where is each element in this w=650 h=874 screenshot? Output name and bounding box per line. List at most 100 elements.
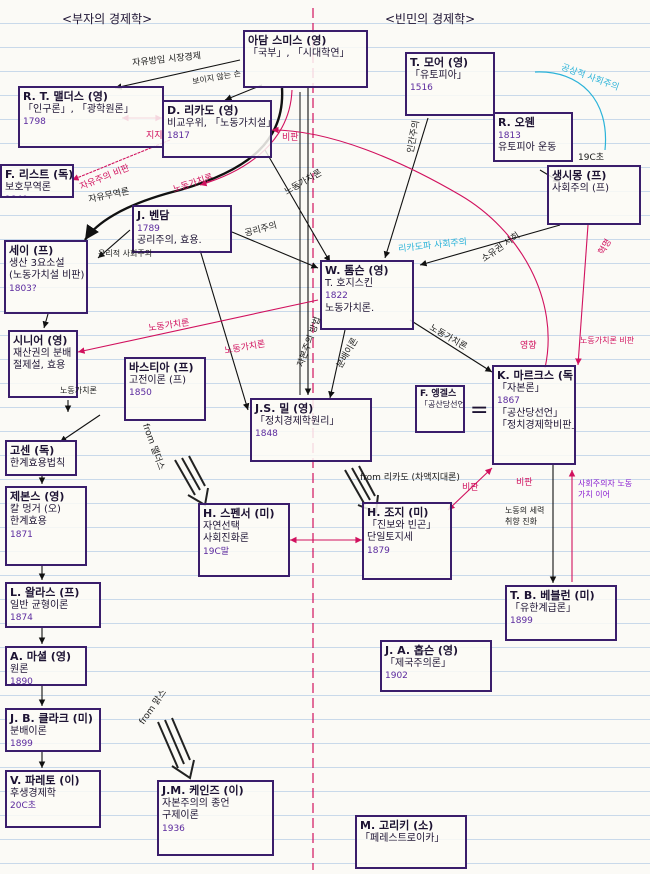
node-name: 바스티아 (프) (129, 361, 194, 374)
node-name: T. B. 베블런 (미) (510, 589, 595, 602)
node-work: 사회진화론 (203, 533, 249, 545)
node-year: 1902 (385, 671, 408, 682)
node-keynes: J.M. 케인즈 (이) 자본주의의 종언 구제이론 1936 (157, 780, 274, 856)
label-marx-right: 사회주의자 노동가치 이어 (578, 479, 633, 499)
node-name: T. 모어 (영) (410, 56, 469, 69)
node-saintsimon: 생시몽 (프) 사회주의 (프) (547, 165, 641, 225)
node-name: W. 톰슨 (영) (325, 264, 389, 277)
link-bentham-mill (199, 249, 250, 411)
node-walras: L. 왈라스 (프) 일반 균형이론 1874 (5, 582, 101, 628)
link-thompson-senior (77, 299, 319, 354)
node-work: 절제설, 효용 (13, 360, 66, 372)
node-year: 1798 (23, 117, 46, 128)
label-labor-heading-down: 노동의 세력 취향 진화 (505, 506, 545, 526)
node-year: 1803? (9, 283, 37, 294)
node-work: 단일토지세 (367, 532, 413, 544)
node-year: 1871 (10, 529, 33, 540)
node-work: 「제국주의론」 (385, 657, 451, 669)
link-bastiat-gossen (59, 414, 101, 443)
node-george: H. 조지 (미) 「진보와 빈곤」 단일토지세 1879 (362, 502, 452, 580)
node-name: A. 마셜 (영) (10, 650, 71, 663)
node-gossen: 고센 (독) 한계효용법칙 (5, 440, 77, 476)
node-jevons: 제본스 (영) 칼 멍거 (오) 한계효용 1871 (5, 486, 87, 566)
link-bentham-thompson (231, 231, 319, 269)
node-year: 20C초 (10, 801, 37, 812)
label-cyan-year: 19C초 (578, 153, 605, 163)
node-year: 1789 (137, 223, 160, 234)
node-work: 「공산당선언」 (497, 407, 563, 419)
hatch-malthus-spencer (174, 455, 209, 507)
link-more-thompson (383, 117, 429, 259)
node-owen: R. 오웬 1813 유토피아 운동 (493, 112, 573, 162)
node-name: J.S. 밀 (영) (255, 402, 314, 415)
node-work: 「진보와 빈곤」 (367, 519, 437, 531)
node-work: 한계효용 (10, 516, 47, 528)
node-smith: 아담 스미스 (영) 「국부」, 「시대학연」 (243, 30, 368, 88)
node-work: 자본주의의 종언 (162, 797, 230, 809)
node-year: 1850 (129, 388, 152, 399)
link-saintsimon-thompson (419, 224, 561, 267)
node-engels: F. 엥겔스 「공산당선언」 (415, 385, 465, 433)
node-year: 1848 (255, 429, 278, 440)
hatch-marx-keynes (157, 717, 195, 780)
node-work: 재산권의 분배 (13, 347, 72, 359)
node-name: 제본스 (영) (10, 490, 65, 503)
node-name: K. 마르크스 (독) (497, 369, 576, 382)
node-name: 생시몽 (프) (552, 169, 607, 182)
node-name: H. 스펜서 (미) (203, 507, 275, 520)
node-work: 칼 멍거 (오) (10, 503, 61, 515)
node-year: 1840 (5, 195, 28, 196)
node-work: 생산 3요소설 (9, 257, 65, 269)
link-say-senior (42, 313, 49, 329)
equals-sign: = (470, 398, 489, 423)
node-work: 비교우위, 「노동가치설」 (167, 117, 272, 129)
link-marx-george (447, 467, 493, 511)
node-name: J. A. 홉슨 (영) (385, 644, 459, 657)
link-smith-thompson (264, 149, 331, 263)
label-influence: 영향 (520, 341, 537, 351)
node-year: 19C말 (203, 546, 230, 557)
node-year: 1867 (497, 396, 520, 407)
node-work: 일반 균형이론 (10, 599, 69, 611)
node-work: 노동가치론. (325, 302, 375, 314)
node-year: 1822 (325, 291, 348, 302)
node-list: F. 리스트 (독) 보호무역론 1840 (0, 164, 74, 198)
node-work: (노동가치설 비판) (9, 270, 85, 282)
node-work: 원론 (10, 663, 29, 675)
node-work: 「자본론」 (497, 382, 545, 394)
node-work: 사회주의 (프) (552, 182, 609, 194)
node-name: F. 리스트 (독) (5, 168, 74, 181)
node-work: 「유한계급론」 (510, 602, 576, 614)
node-name: J. B. 클라크 (미) (10, 712, 93, 725)
node-work: 「국부」, 「시대학연」 (248, 47, 350, 59)
node-name: R. 오웬 (498, 116, 535, 129)
node-work: 한계효용법칙 (10, 457, 66, 469)
node-work: 「페레스트로이카」 (360, 832, 445, 844)
label-critique3: 비판 (516, 478, 533, 488)
node-more: T. 모어 (영) 「유토피아」 1516 (405, 52, 495, 116)
node-name: J. 벤담 (137, 209, 170, 222)
node-name: L. 왈라스 (프) (10, 586, 80, 599)
node-mill: J.S. 밀 (영) 「정치경제학원리」 1848 (250, 398, 372, 462)
node-gorky: M. 고리키 (소) 「페레스트로이카」 (355, 815, 467, 869)
link-bentham-say (97, 229, 131, 259)
hatch-ricardo-george (344, 465, 379, 514)
node-marshall: A. 마셜 (영) 원론 1890 (5, 646, 87, 686)
node-work: 자연선택 (203, 520, 240, 532)
node-name: 고센 (독) (10, 444, 55, 457)
node-work: 고전이론 (프) (129, 374, 186, 386)
node-senior: 시니어 (영) 재산권의 분배 절제설, 효용 (8, 330, 78, 398)
link-smith-malthus (114, 59, 241, 90)
node-malthus: R. T. 맬더스 (영) 「인구론」, 「광학원론」 1798 (18, 86, 164, 148)
label-critique1: 비판 (282, 133, 299, 143)
node-work: 「정치경제학원리」 (255, 415, 340, 427)
node-name: R. T. 맬더스 (영) (23, 90, 108, 103)
right-header: <빈민의 경제학> (385, 12, 476, 26)
node-work: 「유토피아」 (410, 69, 467, 81)
node-year: 1879 (367, 545, 390, 556)
cyan-arc (534, 71, 607, 151)
node-name: V. 파레토 (이) (10, 774, 80, 787)
node-hobson: J. A. 홉슨 (영) 「제국주의론」 1902 (380, 640, 492, 692)
